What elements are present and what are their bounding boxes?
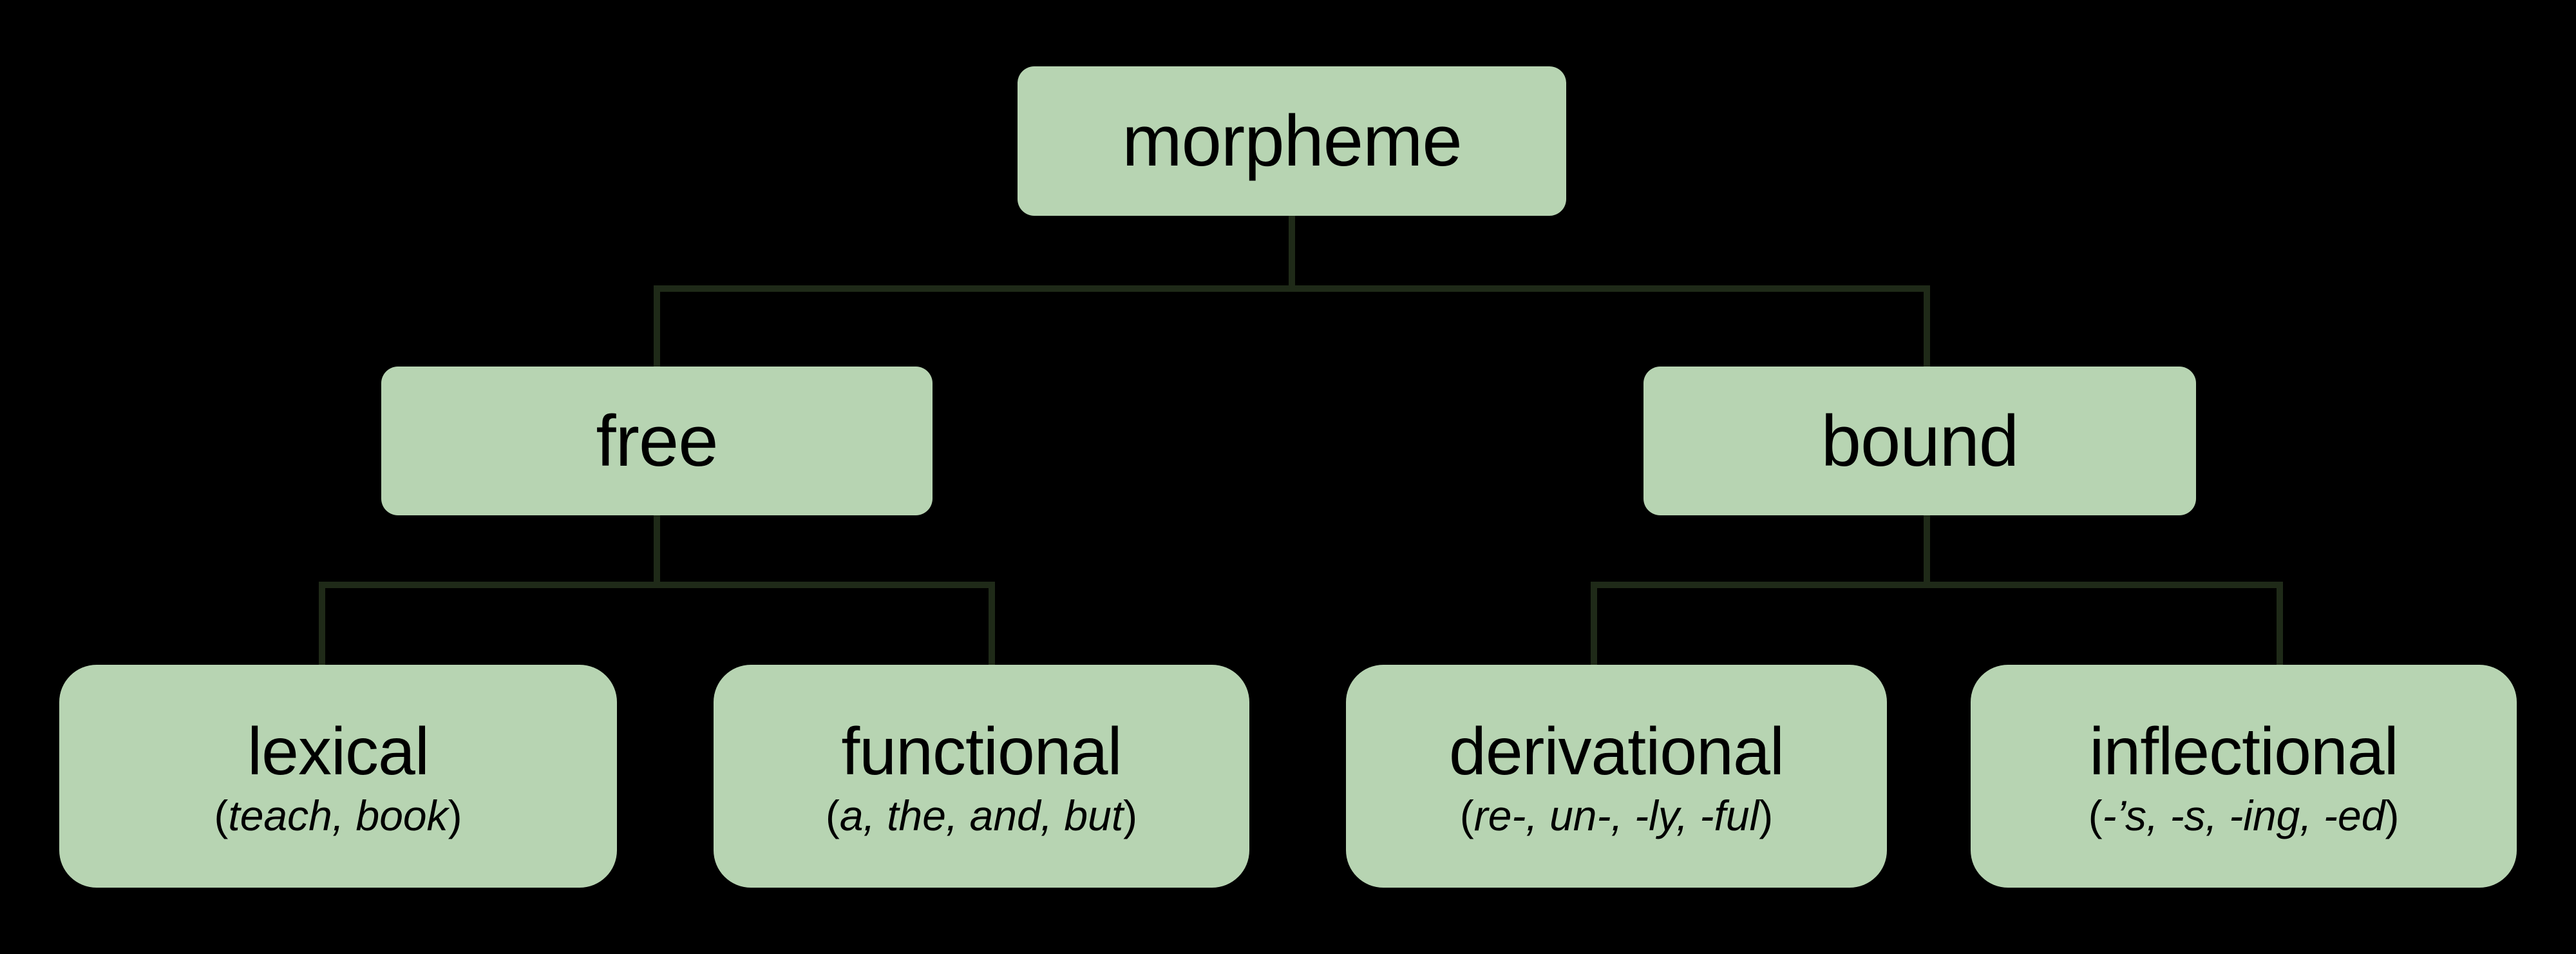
connector-to-derivational [1591, 582, 1597, 667]
node-inflectional-examples: (-’s, -s, -ing, -ed) [2088, 794, 2400, 837]
paren-open: ( [825, 792, 840, 839]
node-derivational[interactable]: derivational (re-, un-, -ly, -ful) [1346, 665, 1887, 888]
node-inflectional[interactable]: inflectional (-’s, -s, -ing, -ed) [1971, 665, 2517, 888]
examples-italic: -’s, -s, -ing, -ed [2102, 792, 2385, 839]
paren-open: ( [1459, 792, 1474, 839]
connector-level2-right-horizontal [1591, 582, 2283, 588]
node-inflectional-label: inflectional [2089, 714, 2398, 789]
node-morpheme[interactable]: morpheme [1018, 66, 1566, 216]
node-derivational-label: derivational [1449, 714, 1785, 789]
connector-to-lexical [319, 582, 325, 667]
node-bound[interactable]: bound [1643, 367, 2196, 515]
paren-close: ) [1759, 792, 1774, 839]
node-derivational-examples: (re-, un-, -ly, -ful) [1460, 794, 1773, 837]
paren-open: ( [2088, 792, 2103, 839]
connector-to-functional [989, 582, 995, 667]
node-functional-label: functional [841, 714, 1122, 789]
connector-to-inflectional [2277, 582, 2283, 667]
examples-italic: teach, book [228, 792, 448, 839]
connector-to-free [654, 285, 660, 367]
paren-open: ( [214, 792, 229, 839]
connector-to-bound [1924, 285, 1930, 367]
node-lexical-label: lexical [247, 714, 430, 789]
examples-italic: a, the, and, but [839, 792, 1124, 839]
connector-free-stem [654, 515, 660, 585]
paren-close: ) [2385, 792, 2400, 839]
paren-close: ) [448, 792, 462, 839]
node-bound-label: bound [1821, 400, 2019, 481]
node-functional[interactable]: functional (a, the, and, but) [714, 665, 1249, 888]
node-lexical-examples: (teach, book) [214, 794, 462, 837]
connector-level1-horizontal [654, 285, 1930, 292]
paren-close: ) [1123, 792, 1138, 839]
connector-root-stem [1289, 216, 1295, 292]
connector-level2-left-horizontal [319, 582, 995, 588]
connector-bound-stem [1924, 515, 1930, 585]
node-free[interactable]: free [381, 367, 933, 515]
node-lexical[interactable]: lexical (teach, book) [59, 665, 617, 888]
node-free-label: free [596, 400, 719, 481]
node-functional-examples: (a, the, and, but) [826, 794, 1137, 837]
examples-italic: re-, un-, -ly, -ful [1473, 792, 1759, 839]
node-morpheme-label: morpheme [1122, 100, 1462, 181]
